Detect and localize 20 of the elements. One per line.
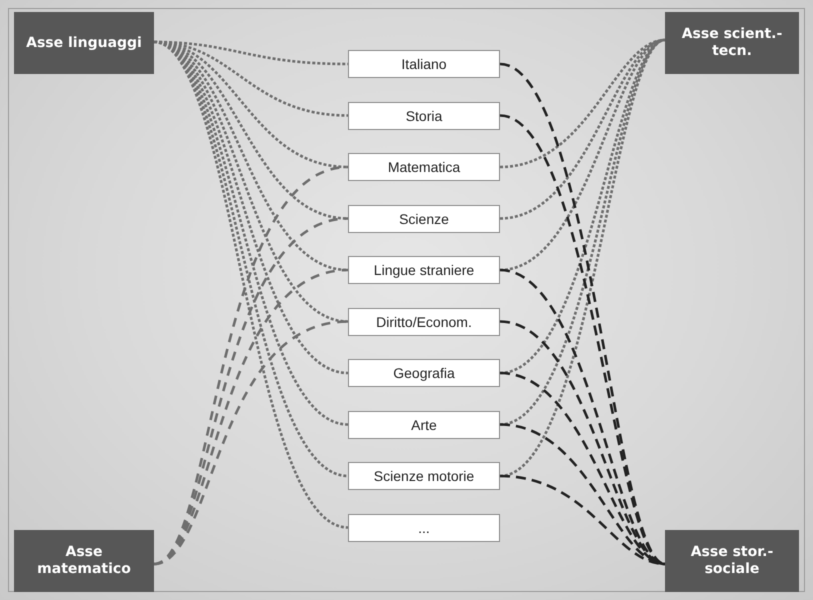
connector-line	[154, 320, 348, 566]
subject-box: Scienze motorie	[348, 462, 500, 490]
subject-box: Geografia	[348, 359, 500, 387]
subject-box: Storia	[348, 102, 500, 130]
connector-line	[500, 38, 666, 168]
connector-line	[500, 38, 666, 272]
axis-box: Asse scient.-tecn.	[665, 12, 799, 74]
connector-line	[154, 40, 348, 168]
subject-box: Matematica	[348, 153, 500, 181]
axis-box: Asse stor.-sociale	[665, 530, 799, 592]
subject-box: Scienze	[348, 204, 500, 232]
subject-box: ...	[348, 514, 500, 542]
subject-box: Lingue straniere	[348, 256, 500, 284]
subject-box: Diritto/Econom.	[348, 308, 500, 336]
connector-line	[500, 372, 666, 566]
axis-box: Asse linguaggi	[14, 12, 154, 74]
subject-box: Arte	[348, 410, 500, 438]
connector-line	[500, 423, 666, 566]
axis-box: Asse matematico	[14, 530, 154, 592]
subject-box: Italiano	[348, 50, 500, 78]
